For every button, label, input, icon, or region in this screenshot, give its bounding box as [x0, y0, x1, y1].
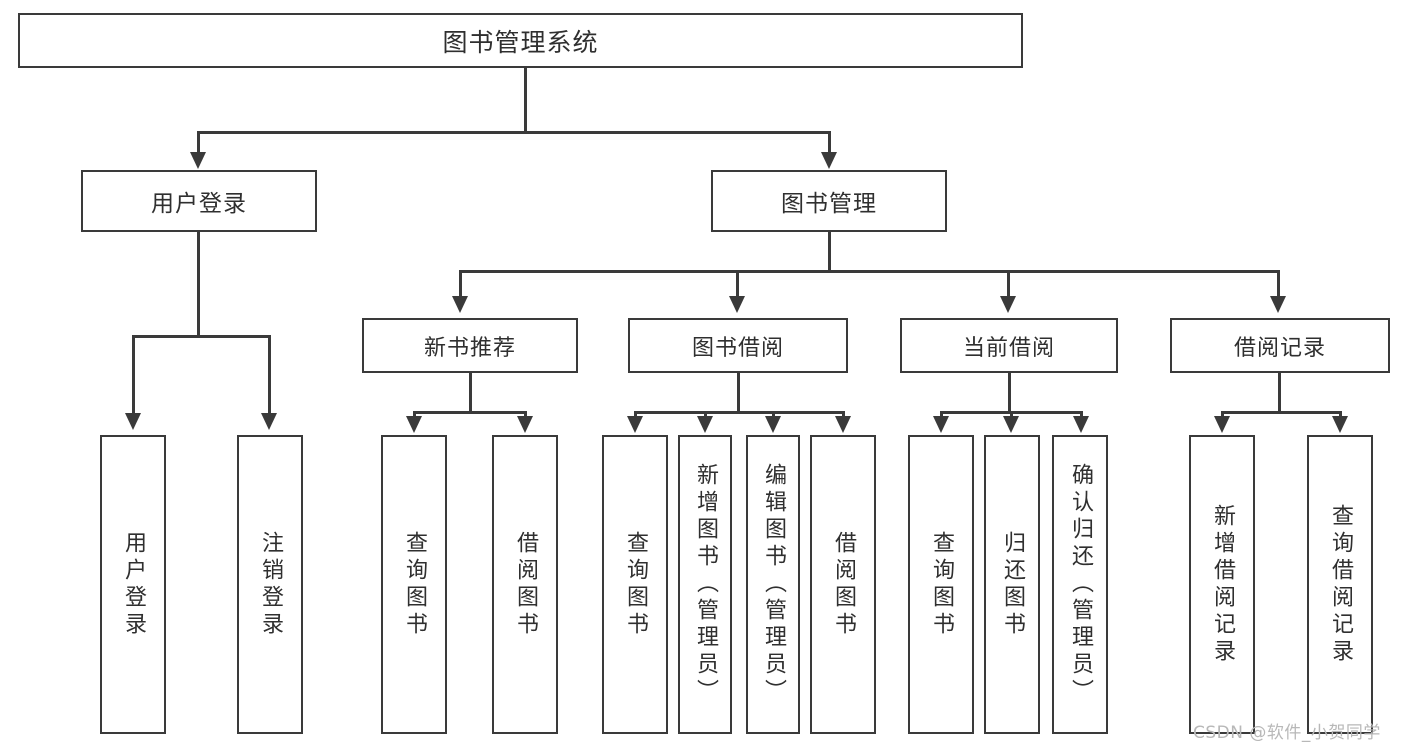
leaf-borrow-record-add[interactable]: 新增借阅记录	[1189, 435, 1255, 734]
arrowhead-book-borrow-leaf-2	[697, 416, 713, 433]
connector-borrow-record-drop-2	[1339, 411, 1342, 418]
node-label: 新增图书（管理员）	[693, 463, 718, 706]
connector-book-borrow-drop-3	[772, 411, 775, 418]
arrowhead-new-book-leaf-2	[517, 416, 533, 433]
connector-book-borrow-bus	[635, 411, 844, 414]
arrowhead-borrow-record-leaf-1	[1214, 416, 1230, 433]
arrowhead-new-book-leaf-1	[406, 416, 422, 433]
csdn-watermark: CSDN @软件_小贺同学	[1193, 723, 1381, 743]
connector-book-mgmt-drop-4	[1277, 270, 1280, 297]
leaf-current-borrow-confirm[interactable]: 确认归还（管理员）	[1052, 435, 1108, 734]
leaf-book-borrow-borrow[interactable]: 借阅图书	[810, 435, 876, 734]
node-label: 用户登录	[121, 530, 146, 639]
connector-user-login-drop-2	[268, 335, 271, 414]
node-book-borrow[interactable]: 图书借阅	[628, 318, 848, 373]
connector-book-borrow-drop-1	[634, 411, 637, 418]
node-borrow-record[interactable]: 借阅记录	[1170, 318, 1390, 373]
arrowhead-user-login-leaf-1	[125, 413, 141, 430]
connector-borrow-record-drop-1	[1221, 411, 1224, 418]
node-root-system[interactable]: 图书管理系统	[18, 13, 1023, 68]
node-label: 查询图书	[929, 530, 954, 639]
arrowhead-book-borrow-leaf-4	[835, 416, 851, 433]
node-label: 注销登录	[258, 530, 283, 639]
connector-book-borrow-stem	[737, 373, 740, 412]
connector-new-book-drop-1	[413, 411, 416, 418]
connector-book-mgmt-bus	[460, 270, 1278, 273]
connector-current-borrow-stem	[1008, 373, 1011, 412]
arrowhead-book-borrow-leaf-3	[765, 416, 781, 433]
node-label: 图书管理系统	[442, 27, 599, 57]
arrowhead-current-borrow-leaf-1	[933, 416, 949, 433]
connector-current-borrow-drop-1	[940, 411, 943, 418]
leaf-book-borrow-add[interactable]: 新增图书（管理员）	[678, 435, 732, 734]
arrowhead-book-mgmt-child-4	[1270, 296, 1286, 313]
leaf-current-borrow-query[interactable]: 查询图书	[908, 435, 974, 734]
connector-root-stem	[524, 68, 527, 131]
connector-book-borrow-drop-2	[704, 411, 707, 418]
arrowhead-current-borrow-leaf-2	[1003, 416, 1019, 433]
connector-root-to-book-mgmt	[828, 131, 831, 153]
leaf-new-book-borrow[interactable]: 借阅图书	[492, 435, 558, 734]
arrowhead-book-borrow-leaf-1	[627, 416, 643, 433]
node-label: 新书推荐	[423, 335, 516, 361]
arrowhead-book-mgmt-child-3	[1000, 296, 1016, 313]
connector-new-book-bus	[414, 411, 526, 414]
node-user-login[interactable]: 用户登录	[81, 170, 317, 232]
connector-new-book-stem	[469, 373, 472, 412]
node-label: 查询图书	[623, 530, 648, 639]
connector-root-to-user-login	[197, 131, 200, 153]
connector-book-mgmt-stem	[828, 232, 831, 271]
node-label: 新增借阅记录	[1210, 503, 1235, 666]
node-current-borrow[interactable]: 当前借阅	[900, 318, 1118, 373]
node-book-management[interactable]: 图书管理	[711, 170, 947, 232]
arrowhead-root-to-book-mgmt	[821, 152, 837, 169]
connector-borrow-record-bus	[1222, 411, 1341, 414]
node-new-book-recommend[interactable]: 新书推荐	[362, 318, 578, 373]
connector-root-bus	[198, 131, 831, 134]
connector-book-mgmt-drop-2	[736, 270, 739, 297]
node-label: 借阅图书	[831, 530, 856, 639]
leaf-book-borrow-edit[interactable]: 编辑图书（管理员）	[746, 435, 800, 734]
node-label: 借阅图书	[513, 530, 538, 639]
node-label: 确认归还（管理员）	[1068, 463, 1093, 706]
node-label: 查询借阅记录	[1328, 503, 1353, 666]
arrowhead-current-borrow-leaf-3	[1073, 416, 1089, 433]
connector-book-borrow-drop-4	[842, 411, 845, 418]
connector-user-login-drop-1	[132, 335, 135, 414]
connector-current-borrow-drop-2	[1010, 411, 1013, 418]
connector-user-login-bus	[133, 335, 270, 338]
arrowhead-root-to-user-login	[190, 152, 206, 169]
leaf-user-login-logout[interactable]: 注销登录	[237, 435, 303, 734]
connector-user-login-stem	[197, 232, 200, 336]
node-label: 编辑图书（管理员）	[761, 463, 786, 706]
leaf-book-borrow-query[interactable]: 查询图书	[602, 435, 668, 734]
arrowhead-user-login-leaf-2	[261, 413, 277, 430]
node-label: 图书借阅	[691, 335, 784, 361]
connector-new-book-drop-2	[524, 411, 527, 418]
leaf-current-borrow-return[interactable]: 归还图书	[984, 435, 1040, 734]
node-label: 查询图书	[402, 530, 427, 639]
node-label: 借阅记录	[1233, 335, 1326, 361]
leaf-user-login-login[interactable]: 用户登录	[100, 435, 166, 734]
connector-book-mgmt-drop-1	[459, 270, 462, 297]
connector-borrow-record-stem	[1278, 373, 1281, 412]
node-label: 图书管理	[781, 191, 877, 217]
connector-current-borrow-drop-3	[1080, 411, 1083, 418]
node-label: 用户登录	[151, 191, 247, 217]
arrowhead-book-mgmt-child-2	[729, 296, 745, 313]
connector-book-mgmt-drop-3	[1007, 270, 1010, 297]
leaf-new-book-query[interactable]: 查询图书	[381, 435, 447, 734]
leaf-borrow-record-query[interactable]: 查询借阅记录	[1307, 435, 1373, 734]
arrowhead-book-mgmt-child-1	[452, 296, 468, 313]
arrowhead-borrow-record-leaf-2	[1332, 416, 1348, 433]
node-label: 当前借阅	[962, 335, 1055, 361]
node-label: 归还图书	[1000, 530, 1025, 639]
